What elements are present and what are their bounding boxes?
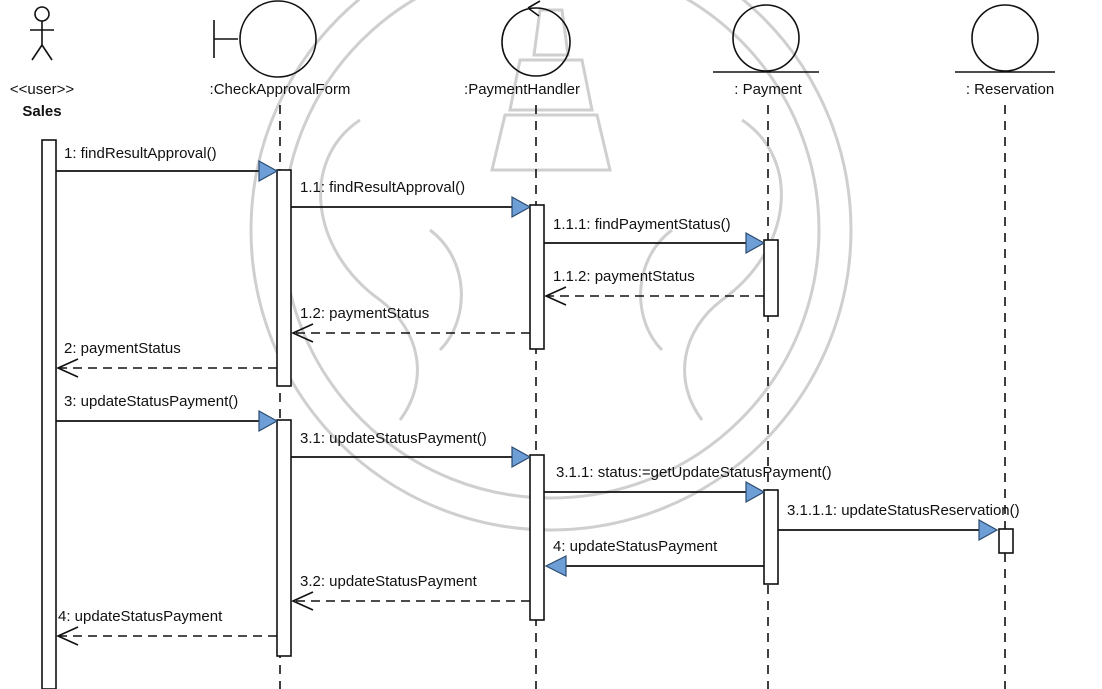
message-label: 1.1.2: paymentStatus bbox=[553, 268, 695, 285]
message-label: 3.1: updateStatusPayment() bbox=[300, 430, 487, 447]
arrowhead bbox=[258, 159, 279, 183]
arrowhead bbox=[56, 358, 79, 378]
lifeline-name: : Reservation bbox=[966, 81, 1054, 98]
message-1-1-1[interactable]: 1.1.1: findPaymentStatus() bbox=[544, 216, 766, 255]
actor-sales[interactable]: <<user>> Sales bbox=[10, 6, 74, 120]
arrowhead bbox=[745, 480, 766, 504]
control-icon bbox=[501, 7, 571, 77]
message-2[interactable]: 2: paymentStatus bbox=[56, 340, 277, 378]
message-label: 3.1.1: status:=getUpdateStatusPayment() bbox=[556, 464, 832, 481]
message-3-1-1[interactable]: 3.1.1: status:=getUpdateStatusPayment() bbox=[544, 464, 832, 504]
message-label: 1.1.1: findPaymentStatus() bbox=[553, 216, 731, 233]
watermark-seal bbox=[249, 0, 853, 532]
message-1-2[interactable]: 1.2: paymentStatus bbox=[291, 305, 530, 343]
actor-name: Sales bbox=[22, 103, 61, 120]
message-4-payment[interactable]: 4: updateStatusPayment bbox=[544, 538, 764, 577]
lifeline-name: : Payment bbox=[734, 81, 802, 98]
entity-reservation[interactable]: : Reservation bbox=[955, 4, 1055, 98]
message-label: 3.2: updateStatusPayment bbox=[300, 573, 478, 590]
message-label: 4: updateStatusPayment bbox=[553, 538, 718, 555]
arrowhead bbox=[291, 323, 314, 343]
activation-payhandler-1 bbox=[529, 204, 545, 350]
message-label: 2: paymentStatus bbox=[64, 340, 181, 357]
message-label: 1.2: paymentStatus bbox=[300, 305, 429, 322]
messages: 1: findResultApproval() 1.1: findResultA… bbox=[56, 145, 1020, 646]
entity-icon bbox=[732, 4, 800, 72]
arrowhead bbox=[511, 445, 532, 469]
arrowhead bbox=[978, 518, 999, 542]
message-1-1[interactable]: 1.1: findResultApproval() bbox=[291, 179, 532, 219]
message-label: 4: updateStatusPayment bbox=[58, 608, 223, 625]
message-3-1-1-1[interactable]: 3.1.1.1: updateStatusReservation() bbox=[778, 502, 1020, 542]
arrowhead bbox=[745, 231, 766, 255]
activation-checkform-1 bbox=[276, 169, 292, 387]
arrowhead bbox=[511, 195, 532, 219]
entity-icon bbox=[971, 4, 1039, 72]
message-3-1[interactable]: 3.1: updateStatusPayment() bbox=[291, 430, 532, 469]
boundary-checkapprovalform[interactable]: :CheckApprovalForm bbox=[210, 0, 351, 98]
activation-checkform-2 bbox=[276, 419, 292, 657]
activation-sales bbox=[41, 139, 57, 689]
entity-payment[interactable]: : Payment bbox=[713, 4, 819, 98]
message-4-sales[interactable]: 4: updateStatusPayment bbox=[56, 608, 277, 646]
arrowhead bbox=[56, 626, 79, 646]
activation-reservation bbox=[998, 528, 1014, 554]
actor-head bbox=[34, 6, 50, 22]
lifeline-name: :CheckApprovalForm bbox=[210, 81, 351, 98]
activation-payment-1 bbox=[763, 239, 779, 317]
activation-payment-2 bbox=[763, 489, 779, 585]
lifeline-name: :PaymentHandler bbox=[464, 81, 580, 98]
control-paymenthandler[interactable]: :PaymentHandler bbox=[464, 0, 580, 98]
message-label: 1.1: findResultApproval() bbox=[300, 179, 465, 196]
arrowhead bbox=[258, 409, 279, 433]
arrowhead bbox=[544, 555, 567, 577]
message-label: 3: updateStatusPayment() bbox=[64, 393, 238, 410]
message-1[interactable]: 1: findResultApproval() bbox=[56, 145, 279, 183]
activation-payhandler-2 bbox=[529, 454, 545, 621]
message-3[interactable]: 3: updateStatusPayment() bbox=[56, 393, 279, 433]
arrowhead bbox=[291, 591, 314, 611]
activations bbox=[41, 139, 1014, 689]
message-3-2[interactable]: 3.2: updateStatusPayment bbox=[291, 573, 530, 611]
arrowhead bbox=[544, 286, 567, 306]
actor-stereotype: <<user>> bbox=[10, 81, 74, 98]
message-label: 1: findResultApproval() bbox=[64, 145, 217, 162]
message-label: 3.1.1.1: updateStatusReservation() bbox=[787, 502, 1020, 519]
message-1-1-2[interactable]: 1.1.2: paymentStatus bbox=[544, 268, 764, 306]
